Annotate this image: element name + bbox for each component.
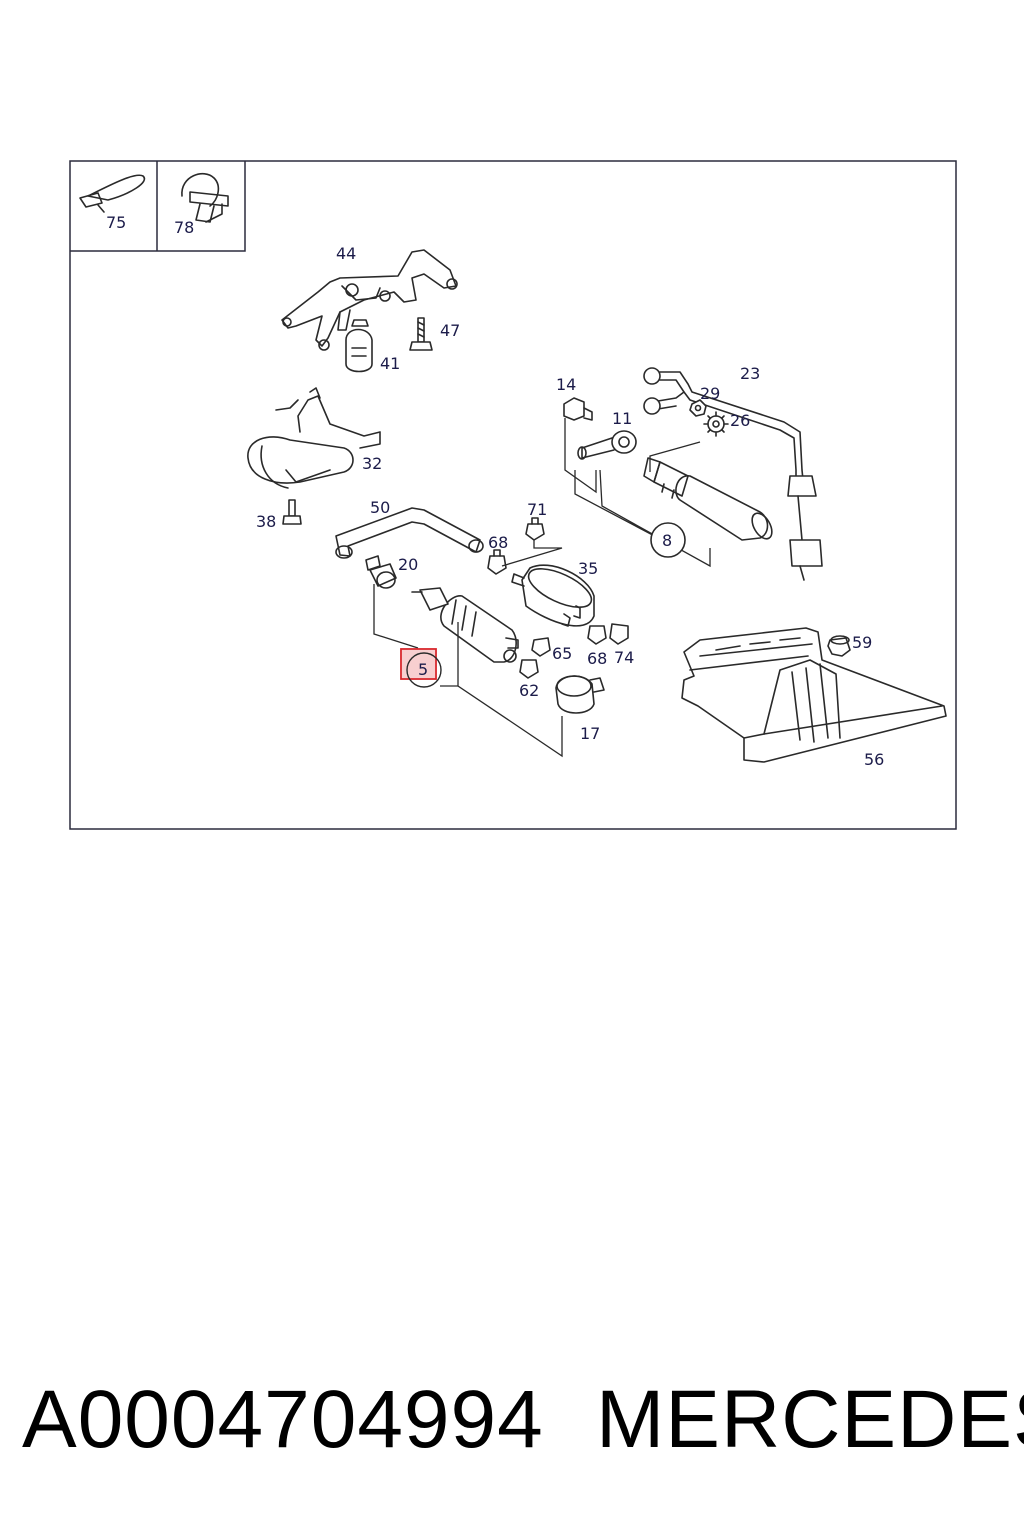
callout-75[interactable]: 75	[106, 213, 126, 232]
fuel-line-23-icon	[643, 367, 823, 581]
callout-5-highlight[interactable]	[400, 648, 437, 680]
callout-41[interactable]: 41	[380, 354, 400, 373]
fuel-pump-5-icon	[411, 587, 563, 758]
footer: A0004704994 MERCEDES	[0, 1370, 1024, 1480]
callout-59[interactable]: 59	[852, 633, 872, 652]
callout-23[interactable]: 23	[740, 364, 760, 383]
callout-74[interactable]: 74	[614, 648, 634, 667]
cover-plate-56-icon	[681, 627, 947, 763]
callout-5[interactable]: 5	[418, 660, 428, 679]
callout-14[interactable]: 14	[556, 375, 576, 394]
bracket-44-icon	[281, 249, 458, 351]
callout-20[interactable]: 20	[398, 555, 418, 574]
callout-78[interactable]: 78	[174, 218, 194, 237]
cable-tie-75-icon	[79, 174, 146, 213]
clamp-71-icon	[525, 517, 545, 541]
callout-50[interactable]: 50	[370, 498, 390, 517]
clamp-68b-icon	[587, 625, 607, 645]
callout-68b[interactable]: 68	[587, 649, 607, 668]
callout-8-circle	[650, 522, 686, 558]
callout-5-circle	[406, 652, 442, 688]
callout-32[interactable]: 32	[362, 454, 382, 473]
valve-20-icon	[365, 555, 419, 649]
banjo-bolt-14-icon	[563, 397, 597, 494]
clamp-62-icon	[519, 659, 539, 679]
callout-38[interactable]: 38	[256, 512, 276, 531]
clamp-68a-icon	[487, 549, 507, 575]
hose-50-icon	[335, 507, 484, 559]
nut-29-icon	[689, 399, 707, 417]
callout-29[interactable]: 29	[700, 384, 720, 403]
banjo-fitting-11-icon	[577, 430, 637, 460]
washer-26-icon	[703, 411, 729, 437]
holder-32-icon	[247, 387, 381, 489]
callout-26[interactable]: 26	[730, 411, 750, 430]
mount-41-icon	[345, 319, 373, 373]
callout-71[interactable]: 71	[527, 500, 547, 519]
callout-62[interactable]: 62	[519, 681, 539, 700]
clamp-65-icon	[531, 637, 551, 657]
nut-59-icon	[827, 635, 851, 657]
leader-71-68	[501, 540, 563, 567]
callout-11[interactable]: 11	[612, 409, 632, 428]
part-number: A0004704994	[22, 1374, 544, 1465]
callout-68a[interactable]: 68	[488, 533, 508, 552]
damper-17-icon	[555, 675, 605, 714]
callout-35[interactable]: 35	[578, 559, 598, 578]
clamp-74-icon	[609, 623, 629, 645]
callout-17[interactable]: 17	[580, 724, 600, 743]
bolt-38-icon	[282, 499, 302, 525]
diagram-frame	[69, 160, 957, 830]
callout-44[interactable]: 44	[336, 244, 356, 263]
callout-8[interactable]: 8	[662, 531, 672, 550]
callout-47[interactable]: 47	[440, 321, 460, 340]
callout-65[interactable]: 65	[552, 644, 572, 663]
clip-78-icon	[181, 172, 229, 223]
fuel-filter-8-icon	[574, 441, 773, 568]
brand-name: MERCEDES	[596, 1374, 1024, 1465]
bolt-47-icon	[409, 317, 433, 351]
inset-box	[70, 161, 246, 252]
fuel-filter-35-icon	[511, 564, 595, 627]
callout-56[interactable]: 56	[864, 750, 884, 769]
